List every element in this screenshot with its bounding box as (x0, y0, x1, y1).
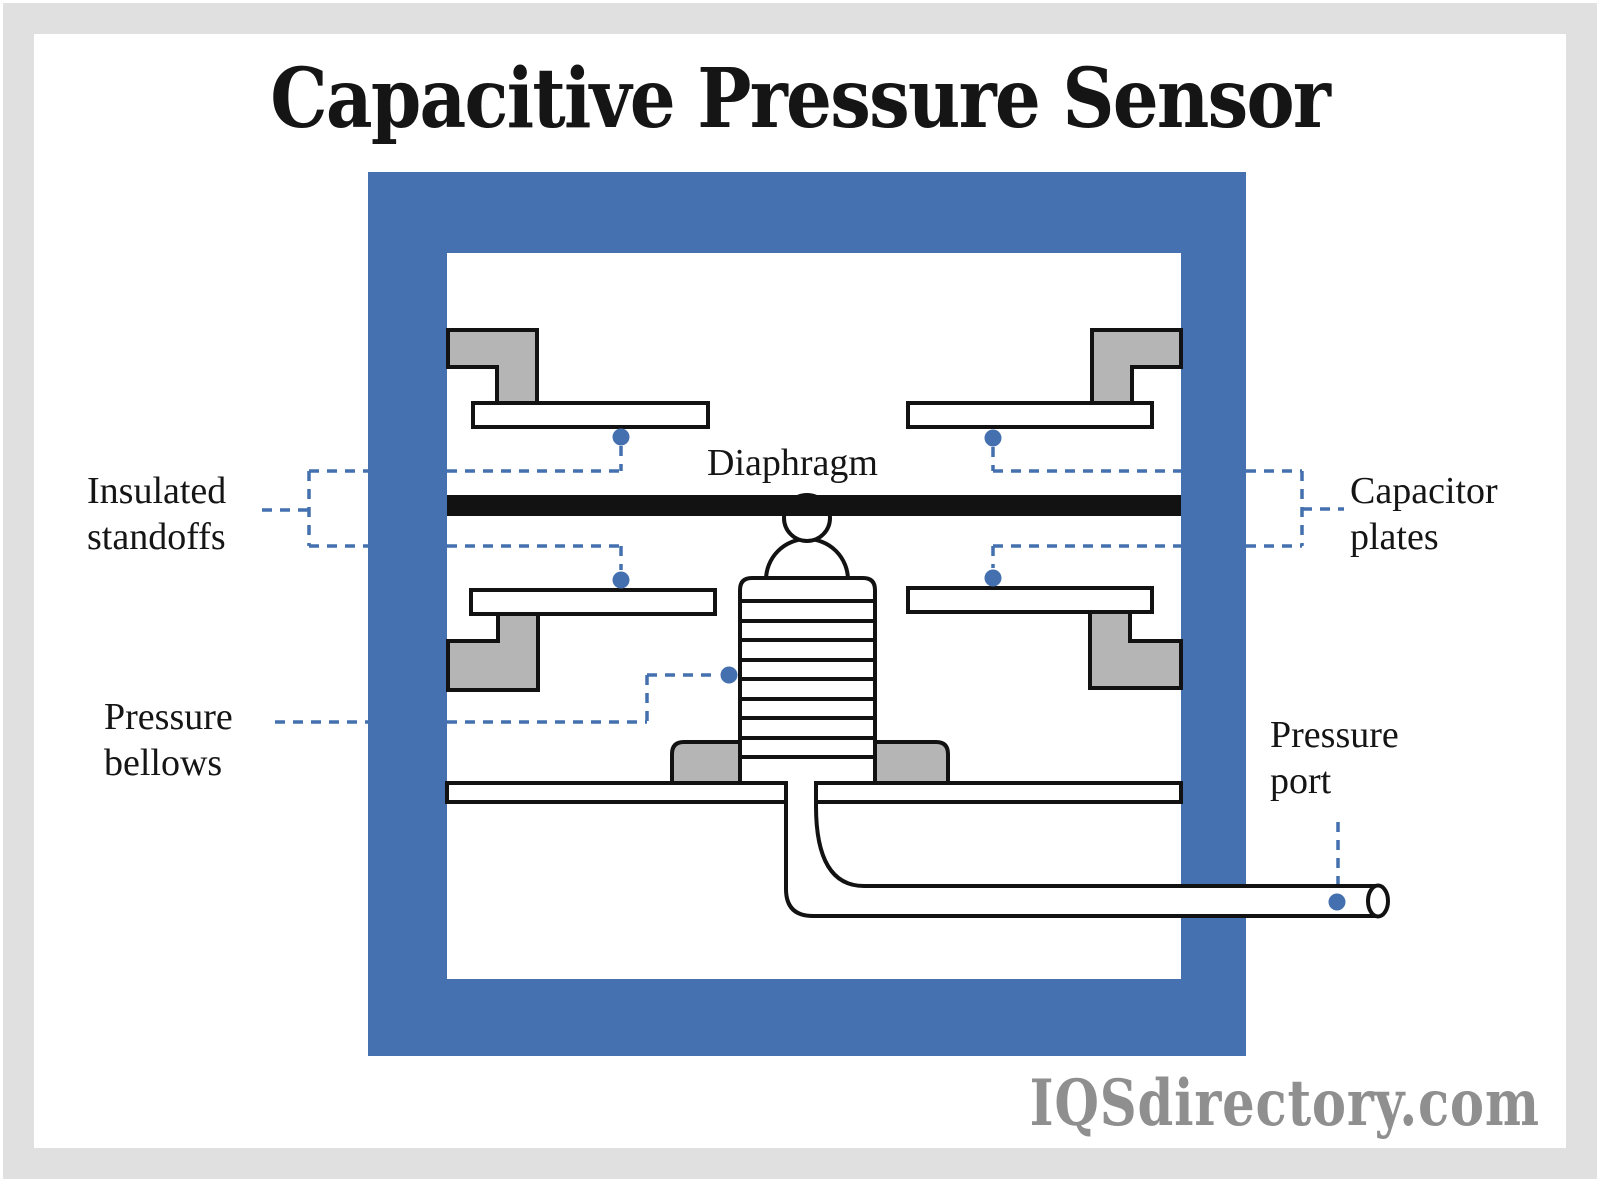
label-diaphragm: Diaphragm (707, 440, 878, 486)
label-pressure-bellows: Pressure bellows (104, 694, 233, 786)
label-pressure-bellows-line2: bellows (104, 742, 223, 784)
page-title: Capacitive Pressure Sensor (270, 51, 1332, 147)
label-capacitor-plates-line2: plates (1350, 516, 1439, 558)
leader-dot-pressure-port (1328, 893, 1346, 911)
pressure-tube-body (830, 884, 1378, 916)
diaphragm-bar (447, 495, 1181, 516)
pressure-tube-bottom-edge (784, 783, 1377, 918)
watermark: IQSdirectory.com (1029, 1066, 1540, 1141)
title-wrap: Capacitive Pressure Sensor (0, 58, 1600, 140)
bellows-outline (738, 576, 877, 783)
leader-insulated-standoffs (262, 446, 623, 570)
leader-pressure-bellows (275, 673, 716, 724)
label-capacitor-plates-line1: Capacitor (1350, 470, 1498, 512)
pressure-tube-end-cap (1366, 883, 1390, 919)
label-insulated-standoffs-line1: Insulated (87, 470, 227, 512)
capacitor-plate-upper-left (471, 401, 710, 429)
bellows (738, 576, 877, 783)
leader-dot-upper-left-plate (612, 428, 630, 446)
label-pressure-port-line2: port (1270, 760, 1332, 802)
leader-dot-bellows (720, 666, 738, 684)
label-pressure-bellows-line1: Pressure (104, 696, 233, 738)
pressure-tube-top-edge (814, 783, 1377, 888)
leader-dot-upper-right-plate (984, 429, 1002, 447)
leader-dots (612, 428, 1346, 911)
bellows-convolutions (740, 599, 875, 759)
base-plate-right (814, 781, 1183, 804)
label-insulated-standoffs: Insulated standoffs (87, 468, 226, 560)
leader-capacitor-plates (991, 447, 1344, 568)
label-pressure-port-line1: Pressure (1270, 714, 1399, 756)
base-plate-left (445, 781, 788, 804)
label-pressure-port: Pressure port (1270, 712, 1399, 804)
label-diaphragm-text: Diaphragm (707, 442, 878, 484)
bellows-foot-left (670, 740, 742, 785)
label-insulated-standoffs-line2: standoffs (87, 516, 226, 558)
leader-dot-lower-left-plate (612, 571, 630, 589)
label-capacitor-plates: Capacitor plates (1350, 468, 1498, 560)
capacitor-plate-lower-right (906, 586, 1154, 614)
capacitor-plate-upper-right (906, 401, 1154, 429)
leader-dot-lower-right-plate (984, 569, 1002, 587)
capacitor-plate-lower-left (469, 588, 717, 616)
bellows-foot-right (873, 740, 950, 785)
